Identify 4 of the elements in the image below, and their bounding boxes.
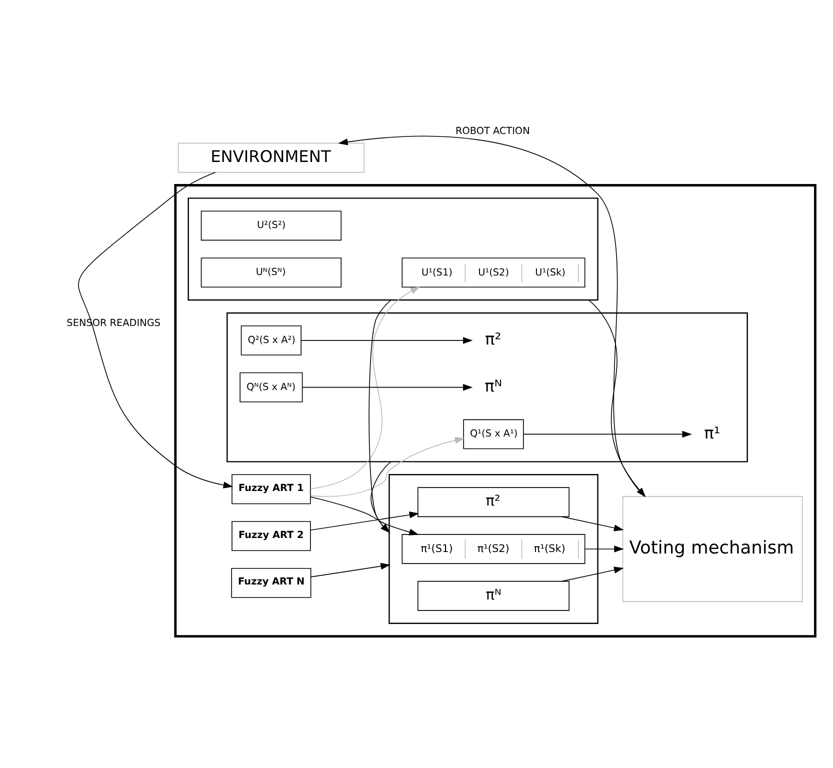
- edge-label: ROBOT ACTION: [456, 125, 530, 136]
- node-text: πᴺ: [484, 376, 502, 395]
- node-text: π²: [485, 328, 502, 348]
- node-text: π¹: [704, 422, 720, 442]
